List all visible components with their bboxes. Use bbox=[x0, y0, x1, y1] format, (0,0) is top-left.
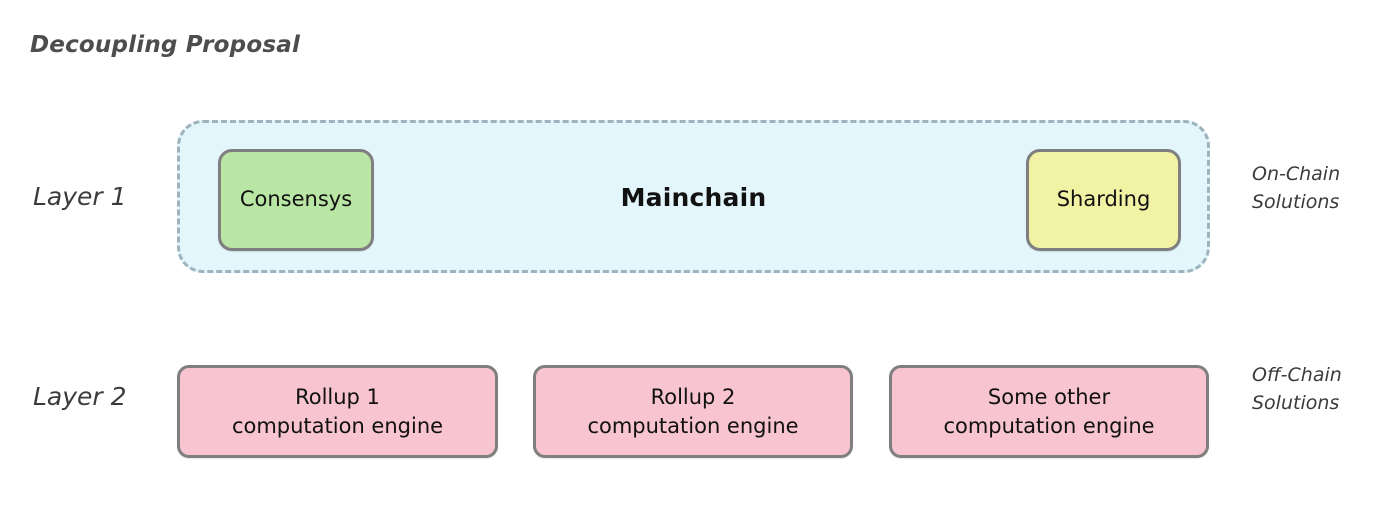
side-label-off-chain-line-2: Solutions bbox=[1252, 392, 1340, 414]
row-label-layer-1: Layer 1 bbox=[33, 182, 127, 211]
row-label-layer-2: Layer 2 bbox=[33, 382, 127, 411]
node-rollup-2-line-2: computation engine bbox=[587, 413, 799, 438]
node-rollup-2[interactable]: Rollup 2 computation engine bbox=[533, 365, 853, 458]
node-sharding-label: Sharding bbox=[1056, 187, 1151, 212]
node-rollup-1[interactable]: Rollup 1 computation engine bbox=[177, 365, 498, 458]
node-some-other-engine-line-2: computation engine bbox=[943, 413, 1155, 438]
node-consensys[interactable]: Consensys bbox=[218, 149, 374, 251]
side-label-off-chain-solutions: Off-Chain Solutions bbox=[1252, 361, 1342, 417]
side-label-on-chain-solutions: On-Chain Solutions bbox=[1252, 160, 1340, 216]
node-some-other-engine[interactable]: Some other computation engine bbox=[889, 365, 1209, 458]
node-rollup-1-line-1: Rollup 1 bbox=[295, 384, 380, 409]
node-sharding[interactable]: Sharding bbox=[1026, 149, 1181, 251]
page-title: Decoupling Proposal bbox=[30, 32, 301, 58]
side-label-on-chain-line-1: On-Chain bbox=[1252, 163, 1341, 185]
side-label-off-chain-line-1: Off-Chain bbox=[1252, 364, 1342, 386]
node-rollup-2-line-1: Rollup 2 bbox=[650, 384, 736, 409]
layer-1-container: Mainchain Consensys Sharding bbox=[177, 120, 1210, 273]
node-consensys-label: Consensys bbox=[239, 187, 353, 212]
node-some-other-engine-line-1: Some other bbox=[987, 384, 1111, 409]
mainchain-label: Mainchain bbox=[620, 183, 767, 212]
node-rollup-1-line-2: computation engine bbox=[231, 413, 444, 438]
side-label-on-chain-line-2: Solutions bbox=[1252, 191, 1340, 213]
